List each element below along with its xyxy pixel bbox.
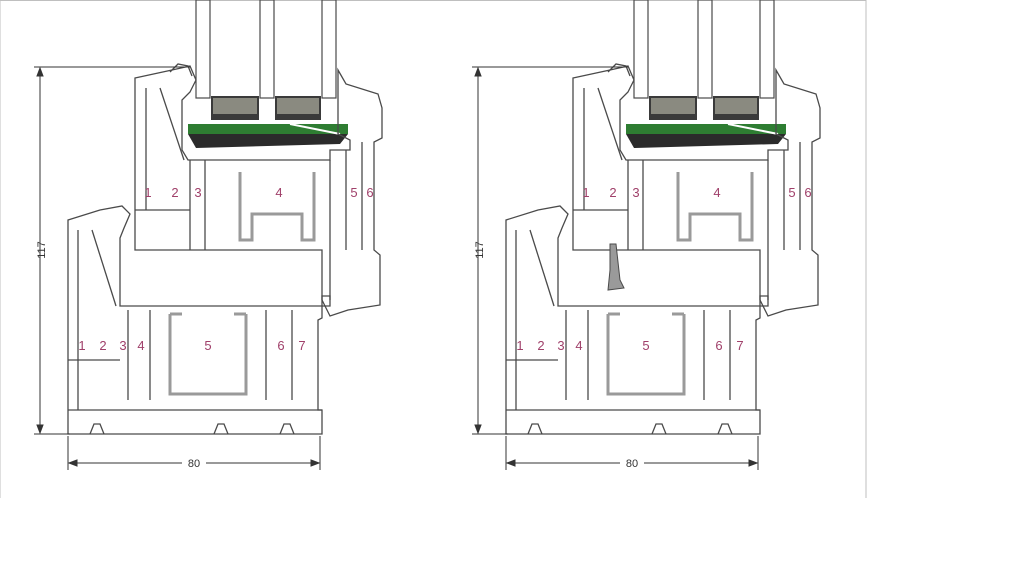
height-dimension-label: 117 — [36, 241, 48, 259]
frame-chamber-label: 2 — [537, 338, 544, 353]
height-dimension — [34, 66, 190, 435]
width-dimension — [505, 436, 759, 470]
frame-chamber-label: 4 — [575, 338, 582, 353]
frame-chamber-label: 7 — [298, 338, 305, 353]
sash-chamber-label: 3 — [632, 185, 639, 200]
glass-panes — [195, 0, 337, 99]
frame-chamber-labels: 1 2 3 4 5 6 7 — [78, 338, 305, 353]
frame-chamber-label: 6 — [715, 338, 722, 353]
width-dimension — [67, 436, 321, 470]
glazing-gasket — [188, 123, 348, 148]
height-dimension-label: 117 — [474, 241, 486, 259]
frame-profile — [67, 205, 331, 435]
sash-chamber-label: 2 — [609, 185, 616, 200]
sash-chamber-label: 5 — [350, 185, 357, 200]
window-section-2: 1 2 3 4 5 6 1 2 3 4 5 6 7 117 — [472, 0, 821, 470]
sash-chamber-label: 1 — [582, 185, 589, 200]
frame-chamber-label: 7 — [736, 338, 743, 353]
height-dimension — [472, 66, 628, 435]
frame-reinforcement — [168, 312, 248, 396]
width-dimension-label: 80 — [188, 458, 200, 470]
sash-chamber-label: 6 — [804, 185, 811, 200]
spacer-desiccant — [211, 96, 321, 120]
sash-chamber-label: 4 — [275, 185, 282, 200]
frame-chamber-label: 2 — [99, 338, 106, 353]
frame-profile — [505, 205, 769, 435]
sash-chamber-labels: 1 2 3 4 5 6 — [582, 185, 811, 200]
frame-chamber-label: 3 — [557, 338, 564, 353]
frame-chamber-label: 5 — [204, 338, 211, 353]
sash-reinforcement — [238, 172, 316, 242]
frame-chamber-label: 1 — [78, 338, 85, 353]
sash-chamber-label: 4 — [713, 185, 720, 200]
sash-chamber-labels: 1 2 3 4 5 6 — [144, 185, 373, 200]
sash-chamber-label: 2 — [171, 185, 178, 200]
sash-chamber-label: 6 — [366, 185, 373, 200]
frame-reinforcement — [606, 312, 686, 396]
sash-profile — [572, 63, 821, 317]
window-section-1: 1 2 3 4 5 6 1 2 3 4 5 6 7 117 — [34, 0, 383, 470]
glass-panes — [633, 0, 775, 99]
frame-chamber-label: 4 — [137, 338, 144, 353]
frame-chamber-label: 3 — [119, 338, 126, 353]
glazing-gasket — [626, 123, 786, 148]
frame-chamber-label: 6 — [277, 338, 284, 353]
spacer-desiccant — [649, 96, 759, 120]
frame-chamber-label: 1 — [516, 338, 523, 353]
sash-chamber-label: 5 — [788, 185, 795, 200]
center-seal — [607, 243, 625, 291]
sash-profile — [134, 63, 383, 317]
sash-chamber-label: 1 — [144, 185, 151, 200]
frame-chamber-labels: 1 2 3 4 5 6 7 — [516, 338, 743, 353]
width-dimension-label: 80 — [626, 458, 638, 470]
frame-chamber-label: 5 — [642, 338, 649, 353]
sash-reinforcement — [676, 172, 754, 242]
sash-chamber-label: 3 — [194, 185, 201, 200]
